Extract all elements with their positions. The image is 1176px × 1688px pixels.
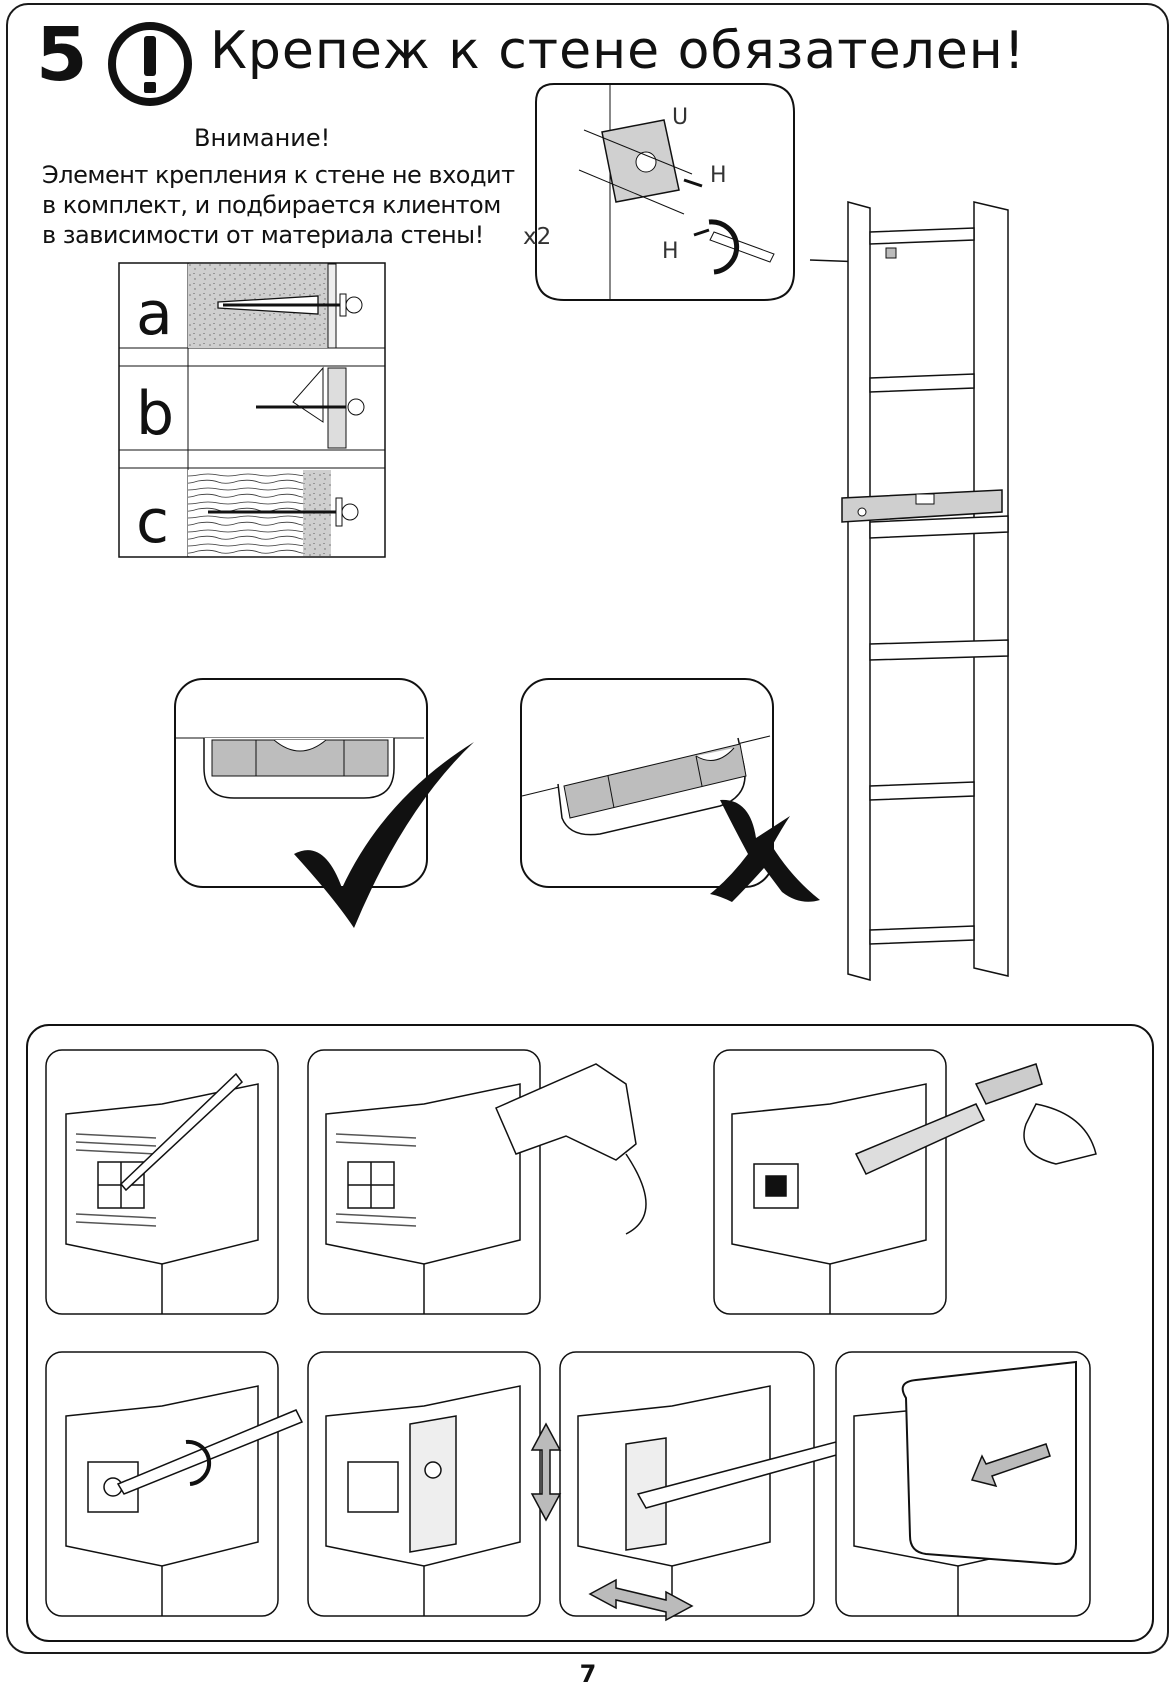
warning-text: Элемент крепления к стене не входит в ко… [42,160,532,250]
hardware-label-h: H [710,163,727,188]
page-number: 7 [579,1660,597,1688]
wall-bracket-detail: U H H [535,83,795,301]
warning-line: в комплект, и подбирается клиентом [42,191,501,219]
step-drill-hole [307,1049,647,1315]
warning-line: Элемент крепления к стене не входит [42,161,515,189]
hardware-label-h: H [662,239,679,264]
hardware-label-u: U [672,105,688,130]
wall-type-table: a b c [118,262,386,558]
check-mark-icon [294,742,474,928]
wall-type-label: a [136,279,173,349]
level-incorrect-panel [520,678,820,902]
warning-heading: Внимание! [194,124,331,152]
step-adjust-bracket [530,1351,841,1622]
page-frame [6,3,1169,1654]
wall-type-label: c [136,487,169,557]
page-title: Крепеж к стене обязателен! [210,21,1026,81]
step-screw-in [45,1351,304,1617]
exclamation-icon [108,22,192,106]
step-number: 5 [36,12,87,98]
step-insert-dowel [713,1049,1097,1315]
step-hang-bracket [307,1351,541,1617]
cross-mark-icon [710,799,820,902]
wall-type-label: b [136,379,174,449]
level-correct-panel [174,678,474,928]
installation-steps-panel [26,1024,1154,1642]
step-mark-hole [45,1049,279,1315]
shelf-unit [809,201,1009,981]
step-attach-cover [835,1351,1091,1617]
quantity-label: x2 [523,224,552,250]
warning-line: в зависимости от материала стены! [42,221,484,249]
